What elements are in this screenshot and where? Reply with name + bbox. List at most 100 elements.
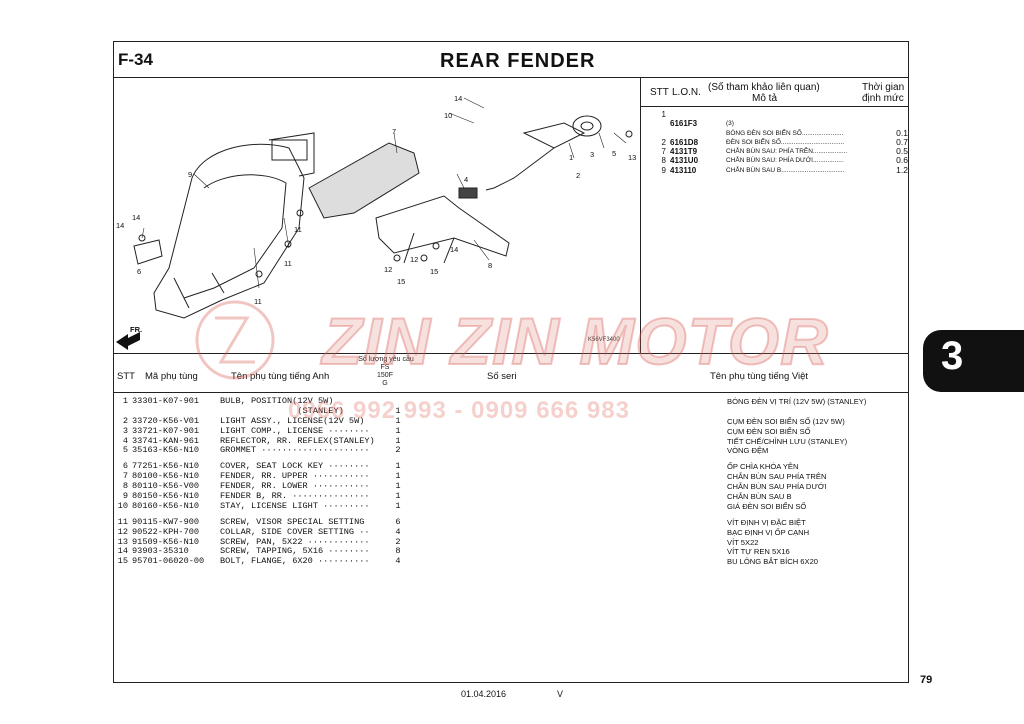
- part-index: 4: [122, 435, 128, 446]
- diagram-svg: 1 2 3 4 5 6 7 8 9 10 11 11 11 12 12 13 1…: [116, 94, 636, 350]
- diagram-label: 14: [132, 213, 140, 222]
- diagram-label: 8: [488, 261, 492, 270]
- part-index: 9: [122, 491, 128, 502]
- diagram-label: 13: [628, 153, 636, 162]
- lon-row: 1: [646, 110, 908, 119]
- page-frame: [113, 41, 909, 683]
- lon-rows: 1 6161F3 (3) BÓNG ĐÈN SOI BIỂN SỐ.......…: [646, 110, 908, 175]
- part-name-en: GROMMET ·····················: [220, 445, 370, 456]
- part-name-en: LIGHT ASSY., LICENSE(12V 5W): [220, 415, 365, 426]
- diagram-label: 12: [384, 265, 392, 274]
- part-index: 12: [117, 526, 128, 537]
- footer-date: 01.04.2016: [461, 689, 507, 699]
- lon-header-divider: [641, 106, 908, 107]
- lon-stt: 8: [661, 156, 666, 166]
- part-name-en: FENDER, RR. UPPER ···········: [220, 471, 370, 482]
- parts-head-vi: Tên phụ tùng tiếng Việt: [710, 371, 809, 382]
- part-qty: 1: [395, 435, 401, 446]
- part-name-vi: VÍT TỰ REN 5X16: [727, 547, 790, 557]
- watermark-phone: 0966 992 993 - 0909 666 983: [288, 397, 630, 424]
- part-name-en: FENDER, RR. LOWER ···········: [220, 481, 370, 492]
- lon-desc: [726, 110, 882, 119]
- parts-head-serial: Số seri: [487, 371, 517, 382]
- part-name-vi: VÍT 5X22: [727, 537, 759, 547]
- lon-stt: [646, 119, 666, 128]
- lon-row: 6161F3 (3): [646, 119, 908, 128]
- lon-head-time-1: Thời gian: [862, 82, 905, 93]
- part-qty: 1: [395, 415, 401, 426]
- part-name-vi: BU LÔNG BẮT BÍCH 6X20: [727, 557, 819, 567]
- chapter-number: 3: [941, 334, 964, 378]
- parts-head-en: Tên phụ tùng tiếng Anh: [231, 371, 330, 382]
- lon-head-desc: Mô tả: [752, 93, 778, 104]
- part-number: 80150-K56-N10: [132, 491, 200, 502]
- part-name-en: BULB, POSITION(12V 5W): [220, 396, 334, 406]
- lon-head-time-2: định mức: [862, 93, 904, 104]
- part-number: 90115-KW7-900: [132, 516, 200, 527]
- part-number: 35163-K56-N10: [132, 445, 200, 456]
- part-number: 33720-K56-V01: [132, 415, 200, 426]
- part-name-vi: CỤM ĐÈN SOI BIỂN SỐ (12V 5W): [727, 416, 845, 426]
- part-qty: 6: [395, 516, 401, 527]
- lon-row: 9 413110 CHẮN BÙN SAU B.................…: [646, 165, 908, 175]
- part-qty: 1: [395, 425, 401, 436]
- part-name-en: COLLAR, SIDE COVER SETTING ··: [220, 526, 370, 537]
- lon-code: [666, 110, 726, 119]
- part-number: 80160-K56-N10: [132, 500, 200, 511]
- part-index: 10: [117, 500, 128, 511]
- part-number: 93903-35310: [132, 546, 189, 557]
- lon-row: 2 6161D8 ĐÈN SOI BIỂN SỐ................…: [646, 137, 908, 147]
- part-name-vi: CHẮN BÙN SAU B: [727, 492, 792, 502]
- page-title: REAR FENDER: [440, 50, 596, 72]
- part-qty: 1: [395, 461, 401, 472]
- table-row: 5 35163-K56-N10 GROMMET ··················…: [116, 446, 906, 456]
- part-name-vi: CỤM ĐÈN SOI BIỂN SỐ: [727, 426, 811, 436]
- part-name-en: SCREW, TAPPING, 5X16 ········: [220, 546, 370, 557]
- page-number: 79: [920, 674, 933, 686]
- part-index: 6: [122, 461, 128, 472]
- parts-head-qty: Số lượng yêu cầu FS 150F G: [358, 356, 414, 388]
- lon-desc: ĐÈN SOI BIỂN SỐ.........................…: [726, 138, 845, 146]
- section-code: F-34: [118, 50, 153, 69]
- part-fender-lower: [375, 195, 510, 257]
- part-seat-lock-cover: [133, 239, 163, 265]
- part-name-en: SCREW, PAN, 5X22 ············: [220, 536, 370, 547]
- lon-time: 0.5: [896, 146, 908, 157]
- part-number: 33301-K07-901: [132, 396, 200, 406]
- lon-stt: 9: [661, 165, 666, 175]
- lon-row: 7 4131T9 CHẮN BÙN SAU: PHÍA TRÊN........…: [646, 146, 908, 157]
- diagram-label: 11: [254, 297, 262, 306]
- part-fender-upper: [308, 142, 420, 219]
- lon-code: 4131U0: [670, 156, 699, 166]
- qty-head-model-1: FS: [380, 364, 390, 371]
- diagram-label: 2: [576, 171, 580, 180]
- lon-code: 6161D8: [670, 137, 699, 147]
- part-index: 3: [122, 425, 128, 436]
- diagram-label: 15: [397, 277, 405, 286]
- lon-stt: [646, 129, 666, 138]
- footer-version: V: [557, 689, 564, 699]
- part-index: 5: [122, 445, 128, 456]
- front-arrow: [116, 332, 140, 350]
- parts-head-stt: STT: [117, 371, 135, 382]
- diagram-label: 7: [392, 127, 396, 136]
- exploded-view-diagram: 1 2 3 4 5 6 7 8 9 10 11 11 11 12 12 13 1…: [114, 78, 640, 352]
- part-name-vi: ỐP CHÌA KHÓA YÊN: [727, 462, 799, 472]
- lon-desc: (3): [726, 120, 734, 128]
- part-number: 80100-K56-N10: [132, 471, 200, 482]
- lon-time: 0.1: [896, 127, 908, 138]
- lon-desc: CHẮN BÙN SAU: PHÍA DƯỚI.................: [726, 157, 844, 165]
- part-qty: 4: [395, 526, 401, 537]
- part-qty: 1: [395, 491, 401, 502]
- part-qty: 1: [395, 405, 401, 416]
- qty-head-label: Số lượng yêu cầu: [358, 356, 414, 363]
- part-name-vi: BẠC ĐỊNH VỊ ỐP CẠNH: [727, 527, 810, 537]
